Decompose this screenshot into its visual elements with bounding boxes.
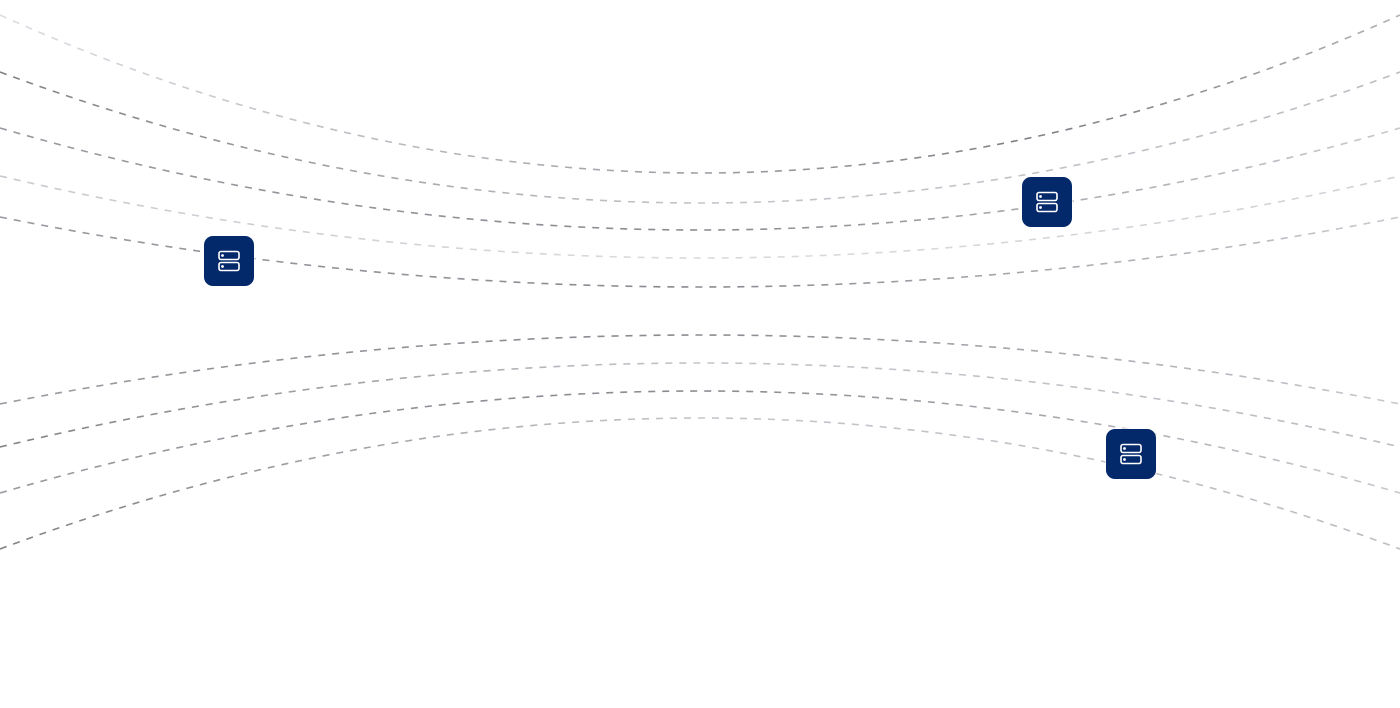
server-icon: [218, 250, 240, 272]
curve-top-4: [0, 175, 1400, 259]
curve-bottom-4: [0, 417, 1400, 550]
curve-bottom-2: [0, 362, 1400, 448]
server-icon: [1036, 191, 1058, 213]
curve-bottom-1: [0, 334, 1400, 405]
curve-top-1: [0, 14, 1400, 174]
curve-top-3: [0, 127, 1400, 231]
server-node[interactable]: [204, 236, 254, 286]
curve-top-2: [0, 71, 1400, 204]
server-node[interactable]: [1022, 177, 1072, 227]
server-icon: [1120, 443, 1142, 465]
server-node[interactable]: [1106, 429, 1156, 479]
curve-bottom-3: [0, 390, 1400, 494]
